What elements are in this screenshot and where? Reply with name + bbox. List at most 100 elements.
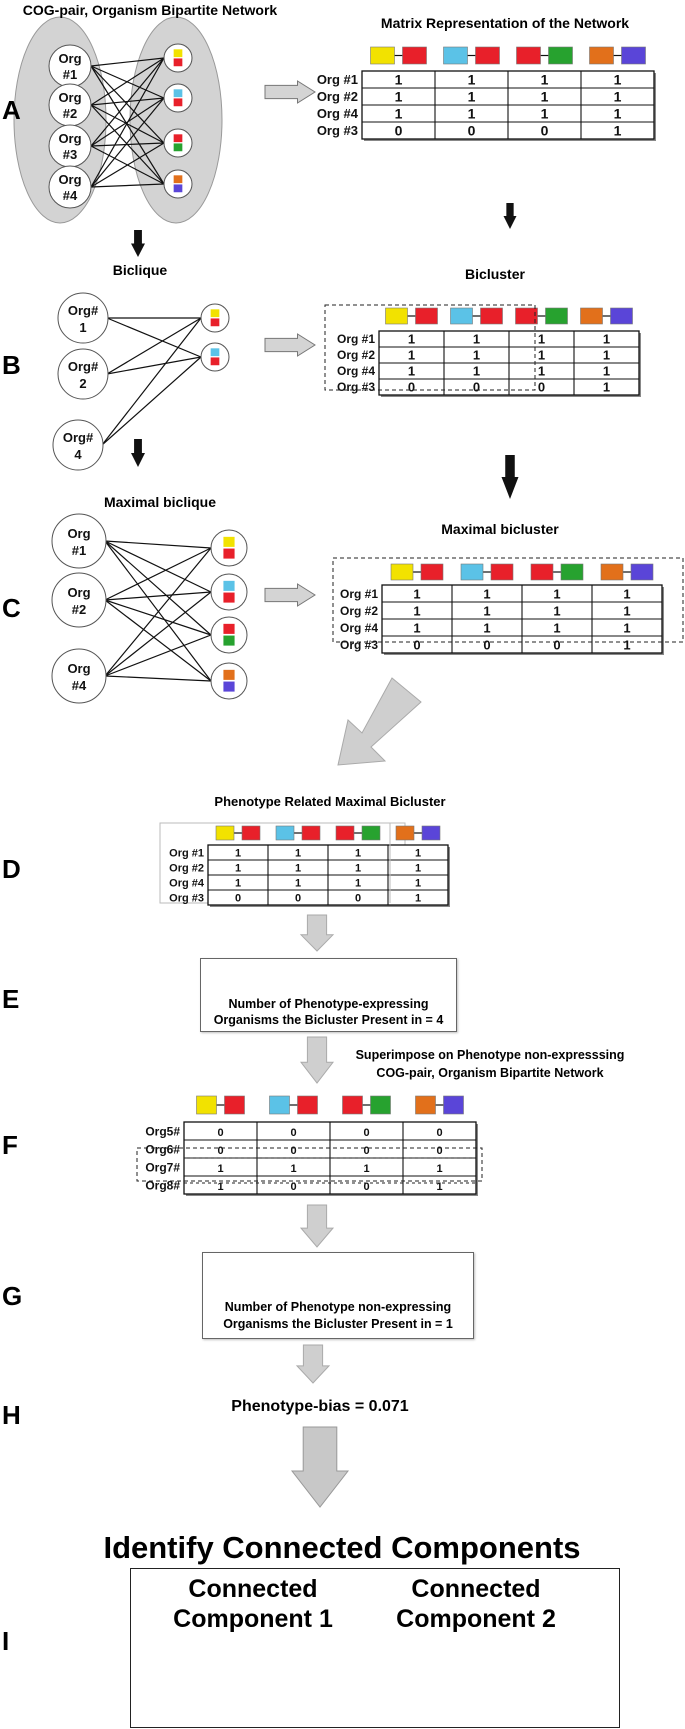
black-down-arrow xyxy=(131,439,145,467)
matrix-row-label: Org #3 xyxy=(337,380,375,394)
expressing-count-line1: Number of Phenotype-expressing xyxy=(228,997,429,1011)
matrix-cell-value: 1 xyxy=(541,71,549,87)
gray-down-arrow xyxy=(295,1344,331,1384)
cog-block-yellow xyxy=(196,1095,217,1115)
edge-line xyxy=(90,57,165,147)
cog-block-red xyxy=(223,592,235,603)
edge-line xyxy=(104,591,212,601)
matrix-cell-value: 1 xyxy=(538,347,545,362)
matrix-cell-value: 1 xyxy=(290,1163,296,1175)
matrix-row-label: Org #2 xyxy=(340,604,378,618)
matrix-cell-value: 1 xyxy=(614,88,622,104)
connected-components-box: Connected Component 1 Connected Componen… xyxy=(130,1568,620,1728)
matrix-row-label: Org7# xyxy=(145,1161,180,1175)
matrix-cell-value: 0 xyxy=(355,893,361,905)
matrix-cell-value: 1 xyxy=(235,848,241,860)
org-node xyxy=(57,348,109,400)
org-node-number: 4 xyxy=(74,447,82,462)
edge-line xyxy=(106,317,202,358)
matrix-cell-value: 1 xyxy=(614,122,622,138)
matrix-cell-value: 1 xyxy=(363,1163,369,1175)
matrix-cell-value: 0 xyxy=(363,1181,369,1193)
cog-block-orange xyxy=(415,1095,436,1115)
matrix-row-label: Org #1 xyxy=(340,587,378,601)
matrix-row-label: Org #2 xyxy=(169,862,204,874)
org-node-label: Org# xyxy=(68,303,99,318)
matrix-cell-value: 0 xyxy=(408,379,415,394)
org-node-label: Org xyxy=(67,661,90,676)
cog-block-purple xyxy=(173,184,183,193)
org-node-label: Org xyxy=(58,51,81,66)
org-node-number: #2 xyxy=(63,106,77,121)
expressing-count-line2: Organisms the Bicluster Present in = 4 xyxy=(213,1013,444,1027)
cog-block-cyan xyxy=(450,307,473,325)
matrix-cell-value: 1 xyxy=(408,331,415,346)
matrix-cell-value: 1 xyxy=(623,586,630,601)
matrix-cell-value: 1 xyxy=(468,88,476,104)
cog-block-green xyxy=(548,46,573,65)
matrix-cell-value: 1 xyxy=(413,603,420,618)
phenotype-bias-text: Phenotype-bias = 0.071 xyxy=(231,1398,409,1415)
edge-line xyxy=(90,57,165,188)
cog-block-purple xyxy=(630,563,654,581)
matrix-cell-value: 0 xyxy=(468,122,476,138)
matrix-cell-value: 1 xyxy=(295,878,301,890)
edge-line xyxy=(101,356,202,446)
panel-label-d: D xyxy=(2,854,21,884)
connected-components-heading: Identify Connected Components xyxy=(103,1530,581,1565)
matrix-cell-value: 0 xyxy=(295,893,301,905)
edge-line xyxy=(90,183,165,188)
matrix-cell-value: 1 xyxy=(553,586,560,601)
edge-line xyxy=(104,547,212,601)
cog-block-red xyxy=(173,98,183,107)
matrix-cell-value: 1 xyxy=(541,88,549,104)
cog-block-yellow xyxy=(370,46,395,65)
matrix-cell-value: 1 xyxy=(217,1163,223,1175)
edge-line xyxy=(101,317,202,446)
matrix-title-b: Bicluster xyxy=(465,266,525,282)
cog-block-red xyxy=(210,318,220,327)
matrix-cell-value: 1 xyxy=(395,105,403,121)
cog-block-red xyxy=(530,563,554,581)
gray-right-arrow xyxy=(264,333,316,357)
non-expressing-count-line1: Number of Phenotype non-expressing xyxy=(224,1300,452,1314)
edge-line xyxy=(90,57,165,106)
cog-block-red xyxy=(415,307,438,325)
org-node-label: Org xyxy=(58,131,81,146)
network-title-b: Biclique xyxy=(112,262,168,278)
panel-label-c: C xyxy=(2,593,21,623)
matrix-title-c: Maximal bicluster xyxy=(441,521,559,537)
panel-label-i: I xyxy=(2,1626,10,1656)
matrix-cell-value: 1 xyxy=(483,586,490,601)
cog-block-red xyxy=(241,825,261,841)
cog-block-orange xyxy=(173,175,183,184)
matrix-cell-value: 0 xyxy=(290,1181,296,1193)
matrix-cell-value: 1 xyxy=(408,347,415,362)
cog-block-yellow xyxy=(215,825,235,841)
cog-block-purple xyxy=(621,46,646,65)
matrix-cell-value: 1 xyxy=(603,347,610,362)
component-2-line1: Connected xyxy=(411,1575,541,1603)
edge-line xyxy=(90,57,165,67)
matrix-cell-value: 1 xyxy=(541,105,549,121)
gray-right-arrow xyxy=(264,80,316,104)
matrix-cell-value: 1 xyxy=(623,637,630,652)
matrix-cell-value: 1 xyxy=(415,893,421,905)
cog-block-green xyxy=(545,307,568,325)
cog-block-red xyxy=(297,1095,318,1115)
matrix-cell-value: 0 xyxy=(483,637,490,652)
cog-block-purple xyxy=(610,307,633,325)
cog-block-red xyxy=(173,58,183,67)
cog-block-red xyxy=(224,1095,245,1115)
matrix-cell-value: 1 xyxy=(614,105,622,121)
org-node-number: #2 xyxy=(72,602,86,617)
cog-block-yellow xyxy=(390,563,414,581)
org-node-label: Org xyxy=(58,90,81,105)
cog-block-cyan xyxy=(269,1095,290,1115)
matrix-row-label: Org8# xyxy=(145,1179,180,1193)
gray-down-arrow xyxy=(299,1204,335,1248)
gray-down-arrow xyxy=(290,1426,350,1508)
edge-line xyxy=(104,591,212,677)
matrix-cell-value: 1 xyxy=(473,331,480,346)
